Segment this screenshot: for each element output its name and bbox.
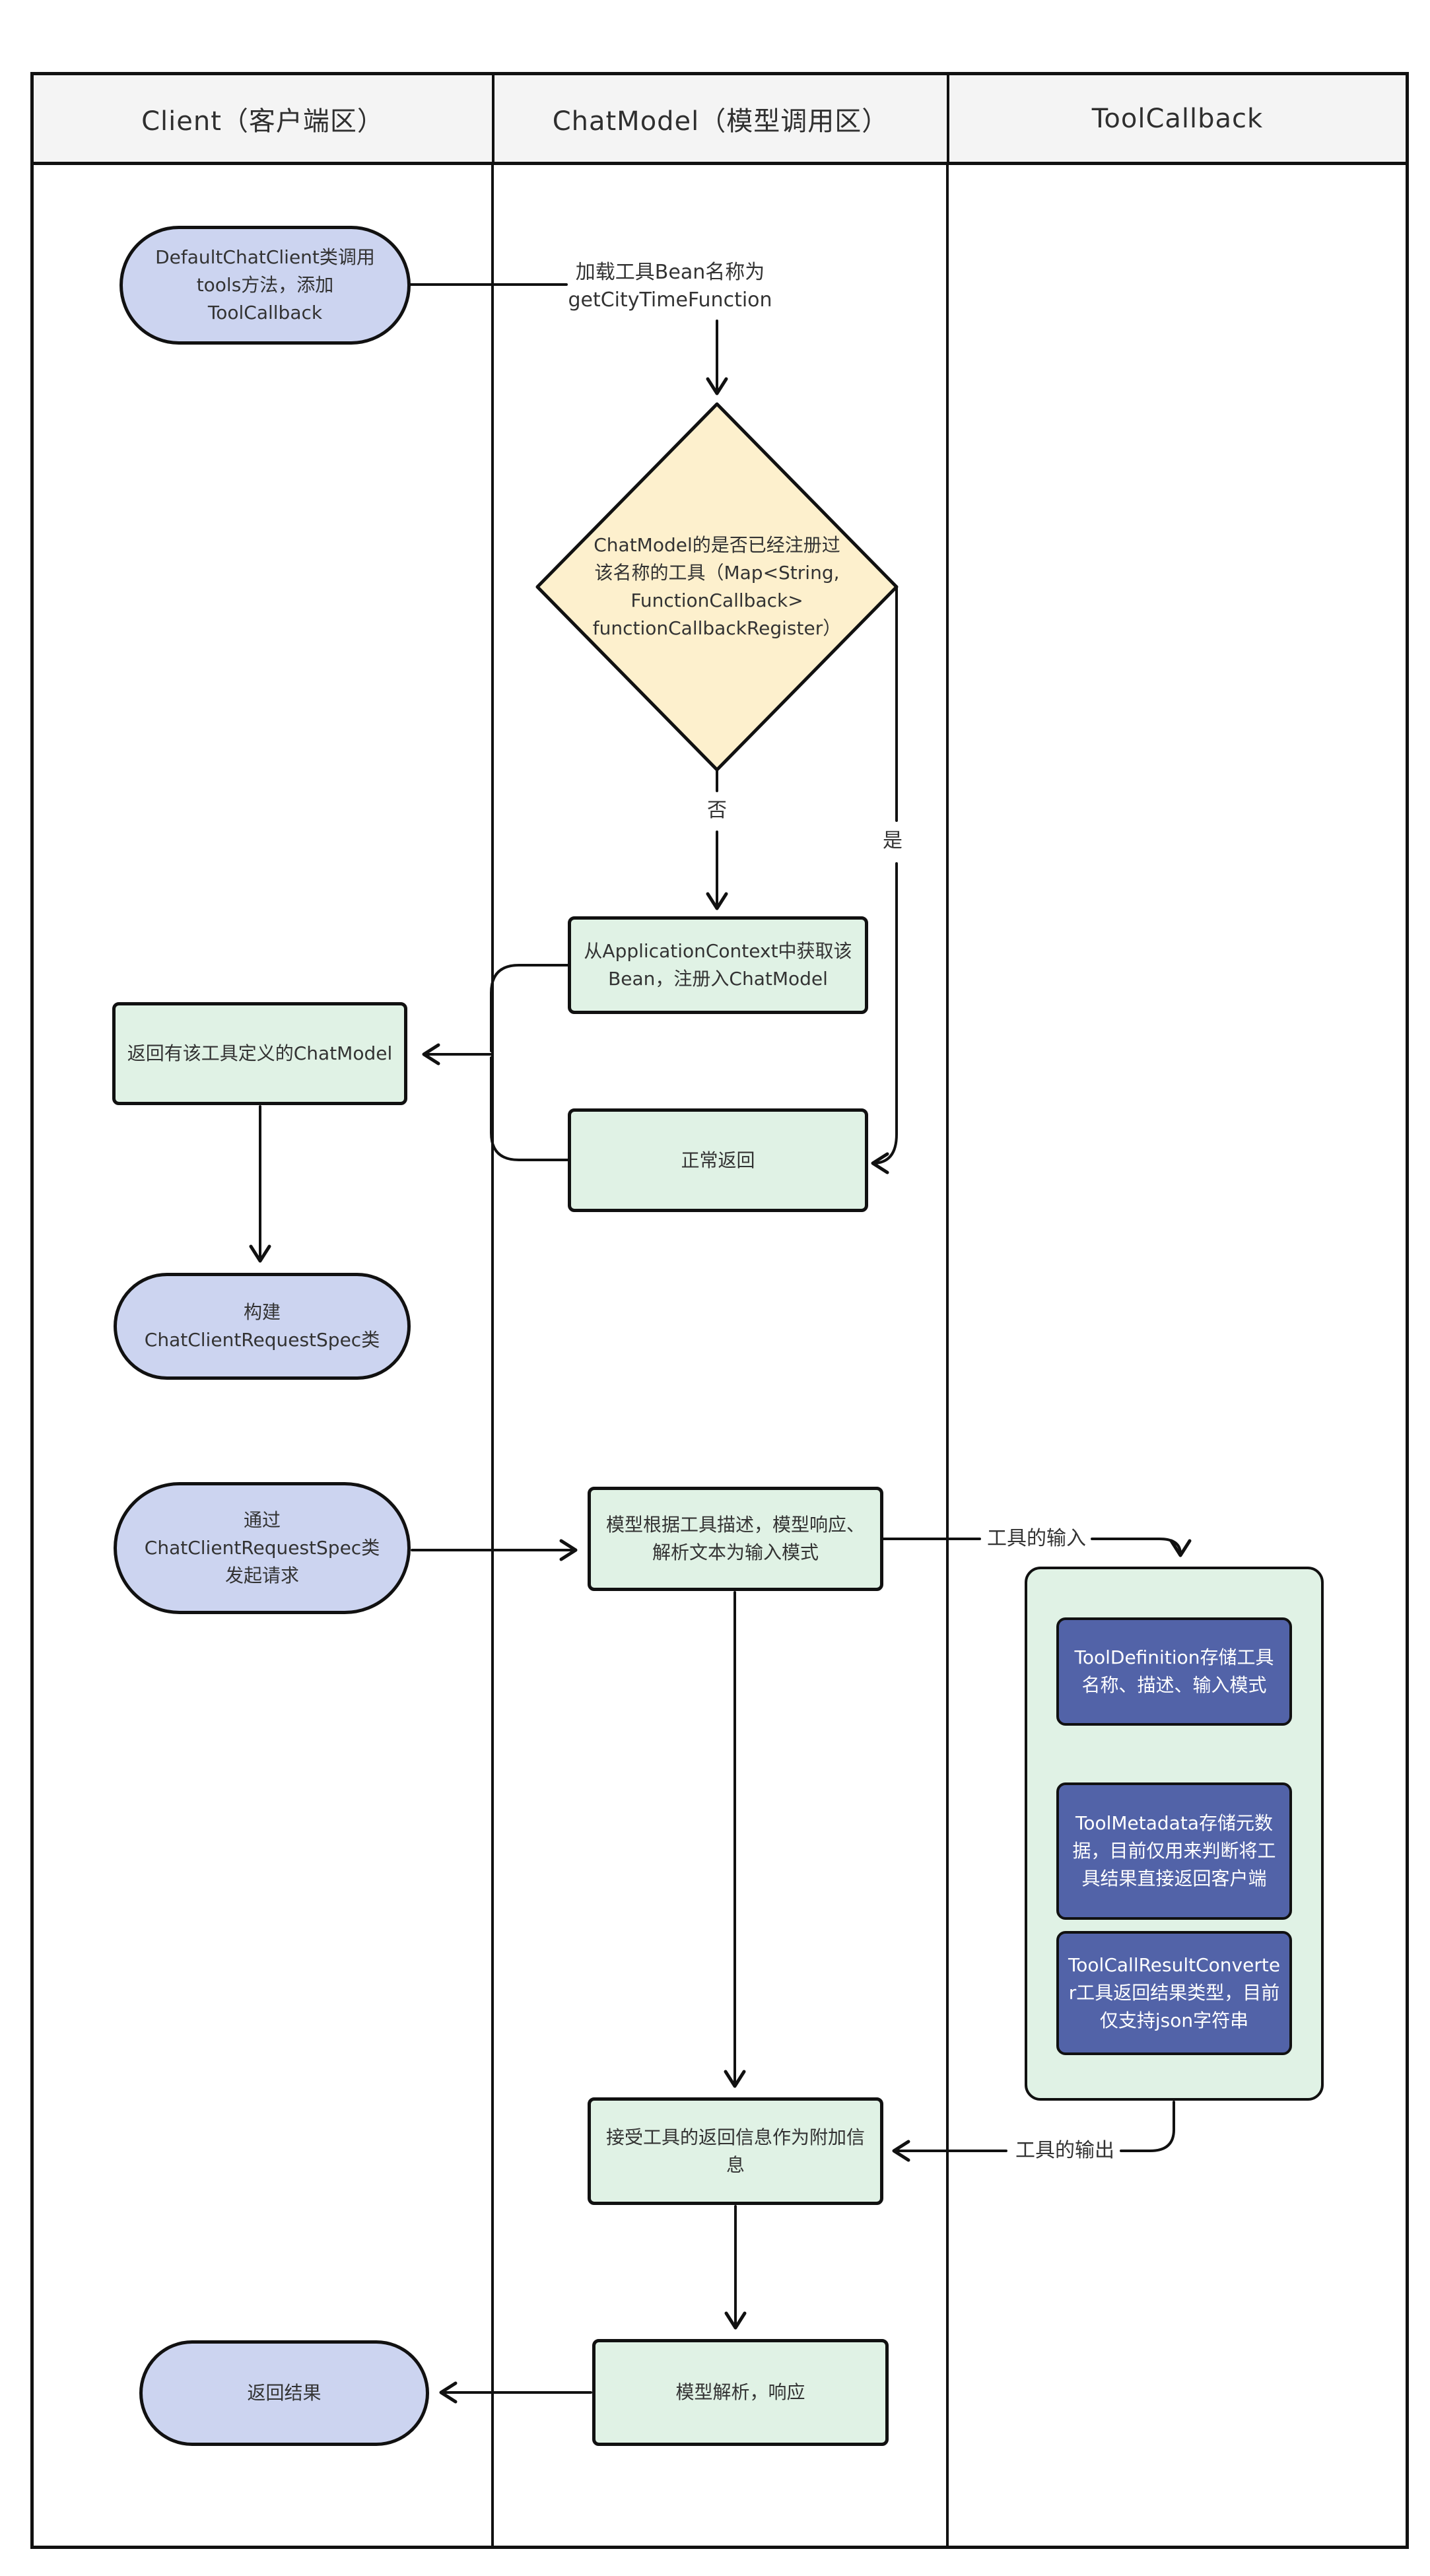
- node-return-chatmodel: 返回有该工具定义的ChatModel: [112, 1002, 407, 1105]
- edge-container-to-tooloutput: [1120, 2101, 1175, 2152]
- node-tool-definition: ToolDefinition存储工具名称、描述、输入模式: [1056, 1617, 1292, 1726]
- edge-toolinput-to-container: [1091, 1538, 1192, 1557]
- edge-label-yes: 是: [883, 829, 902, 852]
- edge-decision-yes-lower: [871, 862, 898, 1174]
- lane-divider-1: [491, 162, 494, 2549]
- toolcallback-container: ToolDefinition存储工具名称、描述、输入模式 ToolMetadat…: [1025, 1567, 1324, 2101]
- lane-header-chatmodel: ChatModel（模型调用区）: [494, 75, 949, 162]
- edge-label-tool-input: 工具的输入: [987, 1527, 1086, 1550]
- swimlane-frame: Client（客户端区） ChatModel（模型调用区） ToolCallba…: [30, 72, 1409, 2549]
- node-get-bean: 从ApplicationContext中获取该Bean，注册入ChatModel: [568, 916, 868, 1014]
- node-normal-return: 正常返回: [568, 1108, 868, 1212]
- node-send-request: 通过 ChatClientRequestSpec类 发起请求: [114, 1482, 411, 1614]
- node-client-start: DefaultChatClient类调用 tools方法，添加 ToolCall…: [119, 226, 411, 345]
- node-accept-tool-result: 接受工具的返回信息作为附加信息: [588, 2097, 883, 2205]
- decision-text: ChatModel的是否已经注册过该名称的工具（Map<String, Func…: [592, 534, 842, 639]
- node-tool-result-converter: ToolCallResultConverter工具返回结果类型，目前仅支持jso…: [1056, 1931, 1292, 2055]
- edge-getbean-merge: [490, 964, 569, 1052]
- label-load-bean: 加载工具Bean名称为 getCityTimeFunction: [568, 261, 772, 312]
- swimlane-header-row: Client（客户端区） ChatModel（模型调用区） ToolCallba…: [34, 75, 1406, 165]
- node-tool-metadata: ToolMetadata存储元数据，目前仅用来判断将工具结果直接返回客户端: [1056, 1782, 1292, 1920]
- node-model-parse-response: 模型解析，响应: [592, 2339, 889, 2446]
- lane-header-client: Client（客户端区）: [34, 75, 494, 162]
- node-model-parse-input: 模型根据工具描述，模型响应、解析文本为输入模式: [588, 1487, 883, 1591]
- edge-normalreturn-merge: [490, 1056, 569, 1161]
- node-return-result: 返回结果: [139, 2340, 429, 2446]
- lane-divider-2: [946, 162, 949, 2549]
- edge-label-no: 否: [707, 799, 727, 822]
- edge-label-tool-output: 工具的输出: [1015, 2139, 1114, 2162]
- node-build-spec: 构建 ChatClientRequestSpec类: [114, 1273, 411, 1380]
- lane-header-toolcallback: ToolCallback: [1091, 103, 1264, 134]
